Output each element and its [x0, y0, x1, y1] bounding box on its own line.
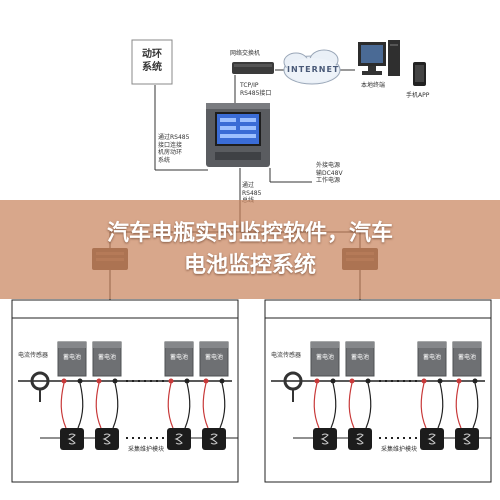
terminal-positive [349, 378, 355, 384]
battery-cell-label: 蓄电池 [169, 354, 188, 361]
module-logo-icon [102, 433, 111, 445]
group-frame-wire [264, 270, 492, 483]
collection-module [348, 428, 372, 450]
lead-red [455, 382, 462, 429]
module-logo-icon [174, 433, 183, 445]
title-line-1: 汽车电瓶实时监控软件，汽车 [106, 221, 393, 246]
collection-module [202, 428, 226, 450]
battery-cell-top [418, 342, 446, 348]
title-line-2: 电池监控系统 [183, 253, 316, 278]
terminal-positive [456, 378, 462, 384]
battery-cell-label: 蓄电池 [204, 354, 223, 361]
current-sensor-label: 电流传感器 [18, 352, 49, 359]
terminal-positive [168, 378, 174, 384]
battery-group-1 [11, 270, 239, 483]
terminal-positive [203, 378, 209, 384]
lead-red [313, 382, 320, 429]
module-logo-icon [209, 433, 218, 445]
battery-cell-label: 蓄电池 [97, 354, 116, 361]
battery-cell-top [93, 342, 121, 348]
mobile-phone [413, 62, 426, 86]
terminal-negative [112, 378, 118, 384]
lead-black [77, 382, 84, 429]
module-logo-icon [67, 433, 76, 445]
module-logo-icon [462, 433, 471, 445]
battery-group-2 [264, 270, 492, 483]
collection-module [455, 428, 479, 450]
lead-red [167, 382, 174, 429]
local-terminal-label: 本地终端 [361, 82, 386, 89]
internet-label: INTERNET [287, 65, 340, 74]
battery-cell-label: 蓄电池 [350, 354, 369, 361]
tcpip-label: TCP/IP RS485接口 [240, 82, 272, 97]
network-switch-label: 网络交换机 [230, 50, 261, 57]
collection-module [420, 428, 444, 450]
terminal-negative [184, 378, 190, 384]
battery-cell-top [165, 342, 193, 348]
battery-cell-top [311, 342, 339, 348]
battery-cell-label: 蓄电池 [422, 354, 441, 361]
terminal-positive [314, 378, 320, 384]
collection-module [167, 428, 191, 450]
battery-groups [11, 270, 492, 483]
lead-black [472, 382, 479, 429]
battery-cell-top [200, 342, 228, 348]
internet-cloud [283, 49, 341, 85]
collection-module [60, 428, 84, 450]
dynamic-env-label: 动环 系统 [142, 49, 162, 73]
battery-cell-label: 蓄电池 [62, 354, 81, 361]
lead-red [202, 382, 209, 429]
lead-black [330, 382, 337, 429]
lead-black [184, 382, 191, 429]
terminal-negative [437, 378, 443, 384]
lead-red [420, 382, 427, 429]
collection-module [313, 428, 337, 450]
rs485-host-label: 通过RS485 接口连接 机房动环 系统 [158, 134, 190, 164]
lead-red [60, 382, 67, 429]
terminal-negative [365, 378, 371, 384]
mobile-app-label: 手机APP [406, 92, 430, 99]
lead-black [219, 382, 226, 429]
local-terminal-pc [358, 40, 400, 76]
collection-module-label: 采集维护模块 [381, 446, 418, 453]
lead-black [112, 382, 119, 429]
power-in-label: 外接电源 输DC48V 工作电源 [316, 162, 343, 184]
battery-cell-label: 蓄电池 [315, 354, 334, 361]
battery-cell-label: 蓄电池 [457, 354, 476, 361]
lead-black [365, 382, 372, 429]
battery-cell-top [346, 342, 374, 348]
battery-cell-top [453, 342, 481, 348]
terminal-positive [61, 378, 67, 384]
current-sensor-label: 电流传感器 [271, 352, 302, 359]
module-logo-icon [320, 433, 329, 445]
dynamic-env-box [131, 39, 173, 85]
network-switch-device [232, 62, 274, 74]
group-frame-wire [11, 270, 239, 483]
title-banner: 汽车电瓶实时监控软件，汽车 电池监控系统 [0, 200, 500, 299]
terminal-negative [472, 378, 478, 384]
module-logo-icon [355, 433, 364, 445]
terminal-negative [77, 378, 83, 384]
battery-cell-top [58, 342, 86, 348]
terminal-negative [219, 378, 225, 384]
lead-red [95, 382, 102, 429]
lead-black [437, 382, 444, 429]
terminal-positive [421, 378, 427, 384]
collection-module [95, 428, 119, 450]
lead-red [348, 382, 355, 429]
collection-module-label: 采集维护模块 [128, 446, 165, 453]
terminal-negative [330, 378, 336, 384]
module-logo-icon [427, 433, 436, 445]
terminal-positive [96, 378, 102, 384]
host-unit [206, 103, 270, 167]
